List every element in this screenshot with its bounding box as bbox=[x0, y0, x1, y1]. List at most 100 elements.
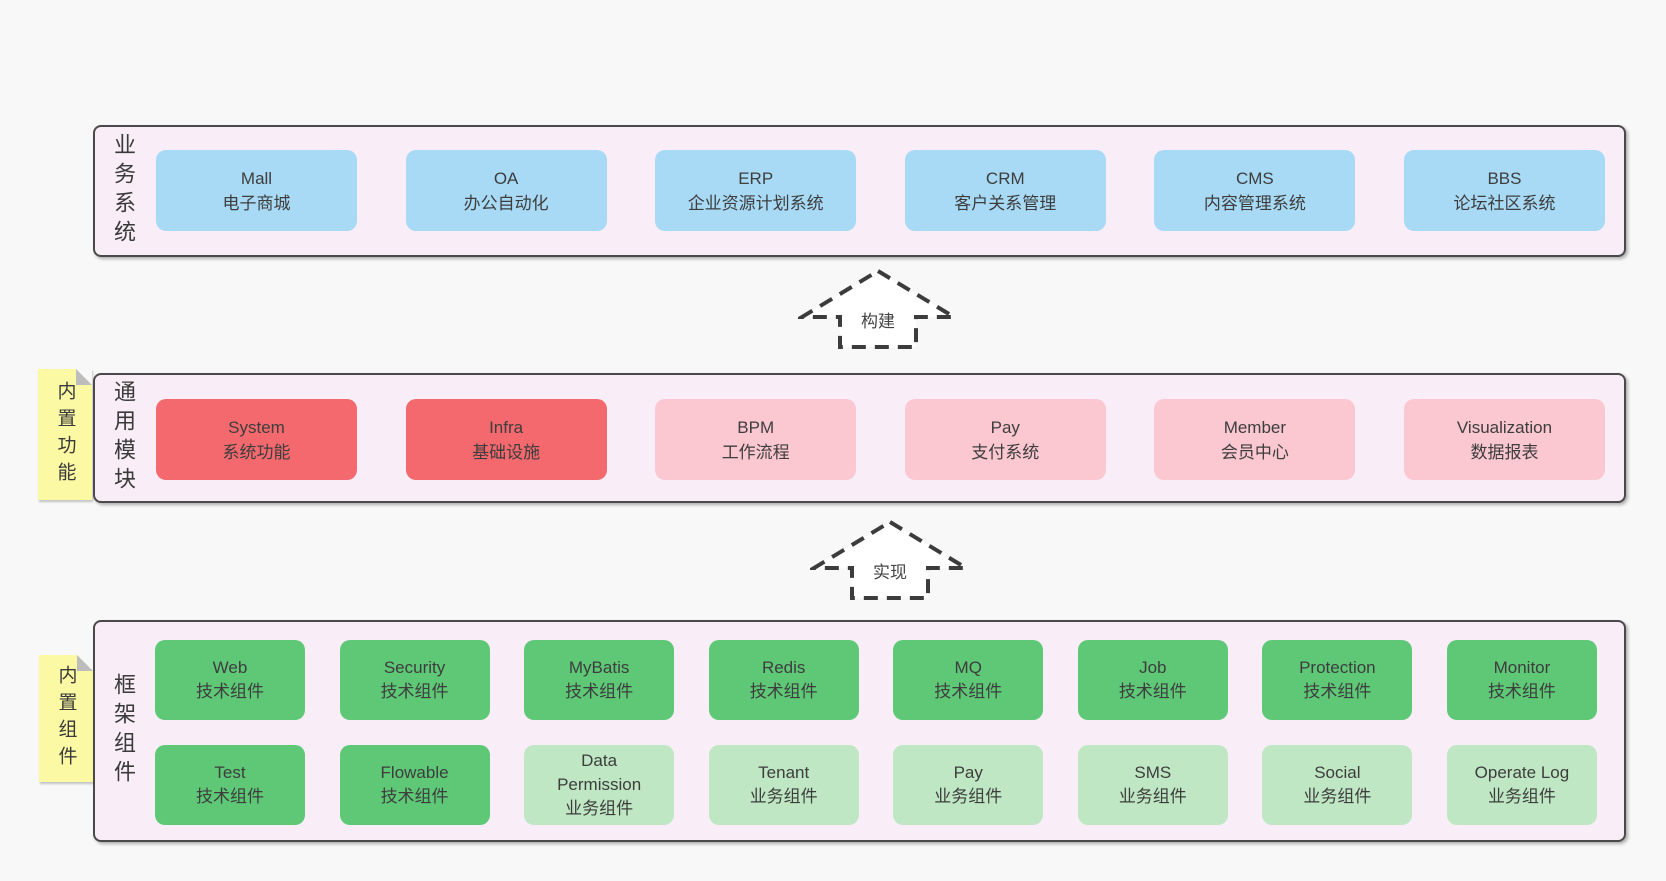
box-name: Pay bbox=[953, 763, 983, 782]
box-pay-module: Pay 支付系统 bbox=[904, 399, 1106, 480]
box-subtitle: 客户关系管理 bbox=[954, 193, 1057, 213]
box-subtitle: 技术组件 bbox=[380, 682, 449, 701]
box-subtitle: 技术组件 bbox=[565, 682, 634, 701]
box-mq: MQ 技术组件 bbox=[893, 640, 1044, 720]
box-name: Mall bbox=[240, 168, 273, 188]
components-row-2: Test 技术组件 Flowable 技术组件 Data Permission … bbox=[155, 745, 1597, 825]
box-subtitle: 基础设施 bbox=[472, 442, 541, 462]
box-name: BPM bbox=[737, 417, 775, 437]
box-subtitle: 内容管理系统 bbox=[1203, 193, 1306, 213]
box-subtitle: 业务组件 bbox=[1303, 787, 1372, 806]
box-subtitle: 业务组件 bbox=[1118, 787, 1187, 806]
box-name: Monitor bbox=[1493, 658, 1551, 677]
box-bbs: BBS 论坛社区系统 bbox=[1403, 150, 1605, 231]
box-name: Protection bbox=[1299, 658, 1376, 677]
box-subtitle: 技术组件 bbox=[196, 787, 264, 806]
box-name: CRM bbox=[985, 168, 1025, 188]
box-name: MyBatis bbox=[568, 658, 630, 677]
box-subtitle: 系统功能 bbox=[222, 442, 291, 462]
box-erp: ERP 企业资源计划系统 bbox=[655, 150, 857, 231]
box-mall: Mall 电子商城 bbox=[156, 150, 357, 231]
arrow-implement: 实现 bbox=[810, 519, 970, 601]
box-pay-component: Pay 业务组件 bbox=[893, 745, 1044, 825]
sticky-note-text: 内置组件 bbox=[55, 664, 77, 773]
box-subtitle: 技术组件 bbox=[749, 682, 818, 701]
box-subtitle: 数据报表 bbox=[1470, 442, 1539, 462]
box-subtitle: 业务组件 bbox=[565, 799, 634, 818]
box-name: Data Permission bbox=[557, 751, 642, 794]
modules-boxes-row: System 系统功能 Infra 基础设施 BPM 工作流程 Pay 支付系统… bbox=[156, 399, 1605, 480]
box-data-permission: Data Permission 业务组件 bbox=[524, 745, 675, 825]
arrow-build: 构建 bbox=[798, 268, 958, 350]
box-monitor: Monitor 技术组件 bbox=[1446, 640, 1597, 720]
box-subtitle: 技术组件 bbox=[380, 787, 449, 806]
box-name: OA bbox=[493, 168, 519, 188]
layer-components-label: 框架组件 bbox=[111, 673, 136, 789]
box-operate-log: Operate Log 业务组件 bbox=[1446, 745, 1597, 825]
layer-framework-components: 框架组件 Web 技术组件 Security 技术组件 MyBatis 技术组件… bbox=[93, 620, 1626, 842]
box-subtitle: 技术组件 bbox=[1118, 682, 1187, 701]
box-subtitle: 业务组件 bbox=[934, 787, 1003, 806]
box-subtitle: 会员中心 bbox=[1220, 442, 1289, 462]
box-name: Redis bbox=[761, 658, 806, 677]
box-redis: Redis 技术组件 bbox=[708, 640, 859, 720]
box-test: Test 技术组件 bbox=[155, 745, 305, 825]
box-name: Member bbox=[1223, 417, 1287, 437]
box-protection: Protection 技术组件 bbox=[1262, 640, 1413, 720]
box-web: Web 技术组件 bbox=[155, 640, 305, 720]
box-subtitle: 工作流程 bbox=[721, 442, 790, 462]
box-name: Flowable bbox=[380, 763, 449, 782]
box-name: ERP bbox=[738, 168, 774, 188]
layer-business-label: 业务系统 bbox=[111, 133, 136, 249]
box-subtitle: 支付系统 bbox=[971, 442, 1040, 462]
arrow-implement-label: 实现 bbox=[870, 557, 910, 584]
layer-common-modules: 通用模块 System 系统功能 Infra 基础设施 BPM 工作流程 Pay… bbox=[93, 373, 1626, 503]
box-crm: CRM 客户关系管理 bbox=[904, 150, 1106, 231]
business-boxes-row: Mall 电子商城 OA 办公自动化 ERP 企业资源计划系统 CRM 客户关系… bbox=[156, 150, 1605, 231]
box-subtitle: 办公自动化 bbox=[463, 193, 549, 213]
box-subtitle: 技术组件 bbox=[1487, 682, 1556, 701]
sticky-note-built-in-components: 内置组件 bbox=[39, 655, 93, 782]
box-name: Web bbox=[212, 658, 248, 677]
sticky-note-built-in-features: 内置功能 bbox=[38, 369, 92, 500]
box-name: System bbox=[228, 417, 285, 437]
box-subtitle: 企业资源计划系统 bbox=[687, 193, 824, 213]
box-flowable: Flowable 技术组件 bbox=[339, 745, 490, 825]
box-tenant: Tenant 业务组件 bbox=[708, 745, 859, 825]
box-security: Security 技术组件 bbox=[339, 640, 490, 720]
box-subtitle: 技术组件 bbox=[934, 682, 1003, 701]
box-name: SMS bbox=[1134, 763, 1172, 782]
box-subtitle: 技术组件 bbox=[1303, 682, 1372, 701]
box-oa: OA 办公自动化 bbox=[405, 150, 607, 231]
box-subtitle: 业务组件 bbox=[1487, 787, 1556, 806]
box-social: Social 业务组件 bbox=[1262, 745, 1413, 825]
box-job: Job 技术组件 bbox=[1077, 640, 1228, 720]
box-subtitle: 电子商城 bbox=[222, 193, 291, 213]
box-name: BBS bbox=[1487, 168, 1522, 188]
box-name: Social bbox=[1314, 763, 1361, 782]
box-name: Security bbox=[383, 658, 446, 677]
box-subtitle: 业务组件 bbox=[749, 787, 818, 806]
box-cms: CMS 内容管理系统 bbox=[1154, 150, 1356, 231]
sticky-note-text: 内置功能 bbox=[54, 380, 76, 489]
box-mybatis: MyBatis 技术组件 bbox=[524, 640, 675, 720]
box-member: Member 会员中心 bbox=[1154, 399, 1356, 480]
box-subtitle: 技术组件 bbox=[196, 682, 264, 701]
layer-modules-label: 通用模块 bbox=[111, 380, 136, 496]
arrow-build-label: 构建 bbox=[858, 306, 898, 333]
box-name: Operate Log bbox=[1474, 763, 1570, 782]
box-subtitle: 论坛社区系统 bbox=[1453, 193, 1556, 213]
box-system: System 系统功能 bbox=[156, 399, 357, 480]
box-name: Visualization bbox=[1456, 417, 1553, 437]
box-name: Job bbox=[1139, 658, 1167, 677]
layer-business-systems: 业务系统 Mall 电子商城 OA 办公自动化 ERP 企业资源计划系统 CRM… bbox=[93, 125, 1626, 257]
box-name: Infra bbox=[489, 417, 524, 437]
box-name: Pay bbox=[990, 417, 1020, 437]
box-visualization: Visualization 数据报表 bbox=[1403, 399, 1605, 480]
box-name: CMS bbox=[1235, 168, 1274, 188]
box-name: Test bbox=[214, 763, 246, 782]
box-bpm: BPM 工作流程 bbox=[655, 399, 857, 480]
box-infra: Infra 基础设施 bbox=[405, 399, 607, 480]
box-name: MQ bbox=[954, 658, 982, 677]
